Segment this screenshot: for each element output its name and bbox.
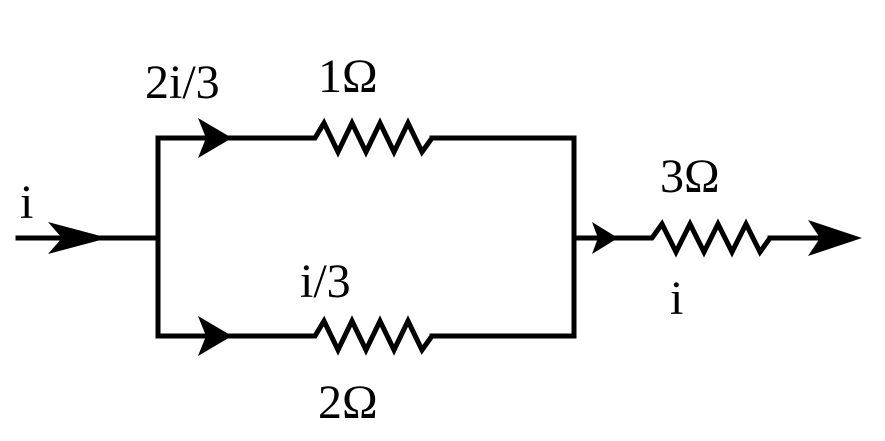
- upper-branch-wire-right: [429, 135, 577, 339]
- resistor-2-ohm-icon: [300, 315, 435, 356]
- upper-branch-current-arrow-icon: [198, 118, 232, 158]
- resistor-3-ohm-icon: [642, 218, 773, 258]
- lower-branch-current-label: i/3: [300, 255, 351, 308]
- output-current-arrow-icon: [808, 220, 862, 256]
- input-current-label: i: [20, 176, 33, 229]
- upper-resistor-label: 1Ω: [318, 50, 378, 103]
- lower-resistor-label: 2Ω: [318, 376, 378, 429]
- output-node-arrow-icon: [592, 222, 618, 254]
- output-current-label: i: [670, 272, 683, 325]
- input-current-arrow-icon: [48, 222, 108, 254]
- series-resistor-label: 3Ω: [660, 150, 720, 203]
- resistor-1-ohm-icon: [300, 117, 435, 158]
- upper-branch-current-label: 2i/3: [145, 56, 220, 109]
- lower-branch-current-arrow-icon: [198, 316, 232, 356]
